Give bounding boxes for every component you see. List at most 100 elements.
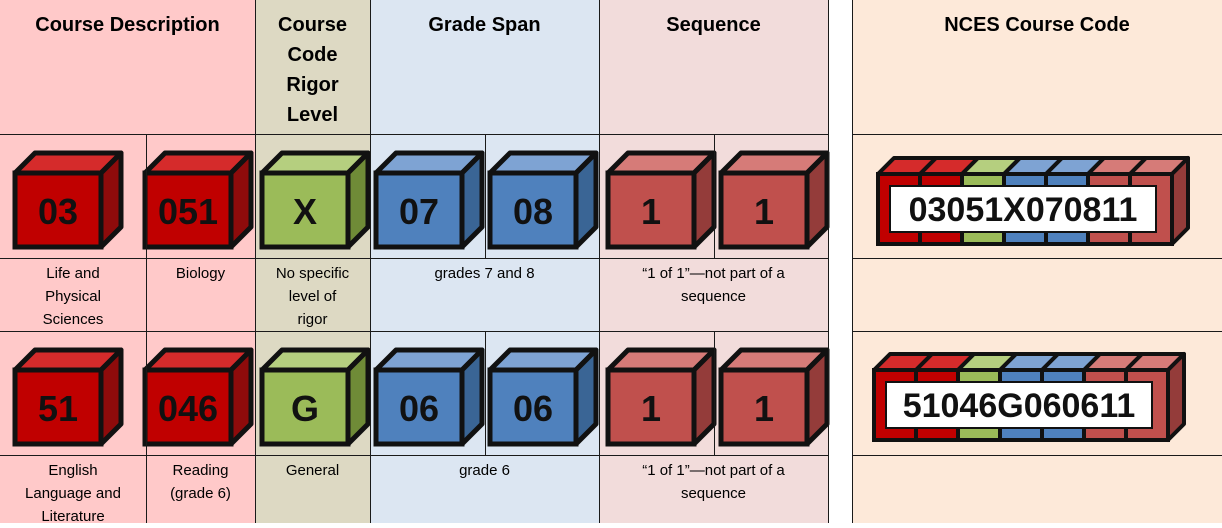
cube-front-face bbox=[718, 170, 810, 250]
cube-value: X bbox=[293, 191, 317, 232]
nces-code-block-row2: 51046G060611 bbox=[872, 352, 1186, 442]
cube-side-face bbox=[691, 347, 717, 447]
grid-line bbox=[0, 331, 828, 332]
grid-line bbox=[0, 455, 828, 456]
label-line: “1 of 1”—not part of a bbox=[642, 462, 785, 479]
code-strip-side bbox=[1170, 156, 1190, 246]
cube-rigor-row1: X bbox=[259, 150, 371, 250]
header-sequence-text: Sequence bbox=[666, 14, 761, 36]
cube-front-face bbox=[605, 170, 697, 250]
cube-grade-low-row1: 07 bbox=[373, 150, 485, 250]
label-sequence-row2: “1 of 1”—not part of a sequence bbox=[599, 457, 828, 505]
cube-front-face bbox=[12, 367, 104, 447]
cube-front-face bbox=[487, 367, 579, 447]
nces-code-block-row1: 03051X070811 bbox=[876, 156, 1190, 246]
cube-side-face bbox=[228, 150, 254, 250]
header-course-code-rigor: Course Code Rigor Level bbox=[255, 0, 370, 130]
cube-value: 1 bbox=[754, 191, 774, 232]
label-subject-area-row1: Life and Physical Sciences bbox=[0, 260, 146, 331]
header-grade-span-text: Grade Span bbox=[428, 14, 541, 36]
cube-side-face bbox=[98, 347, 124, 447]
cube-value: 046 bbox=[158, 388, 218, 429]
cube-front-face bbox=[12, 170, 104, 250]
label-line: sequence bbox=[680, 288, 747, 305]
code-label-box bbox=[889, 185, 1157, 233]
label-line: Biology bbox=[175, 265, 226, 282]
cube-value: 07 bbox=[399, 191, 439, 232]
label-line: Sciences bbox=[42, 311, 104, 328]
header-course-description: Course Description bbox=[0, 0, 255, 40]
cube-side-face bbox=[98, 150, 124, 250]
cube-seq-b-row2: 1 bbox=[718, 347, 830, 447]
grid-line bbox=[370, 0, 371, 523]
label-line: Life and bbox=[46, 265, 100, 282]
grid-line bbox=[146, 331, 147, 523]
grid-line bbox=[485, 134, 486, 258]
cube-value: 03 bbox=[38, 191, 78, 232]
grid-line bbox=[146, 134, 147, 331]
cube-side-face bbox=[573, 347, 599, 447]
label-line: level of bbox=[288, 288, 337, 305]
cube-front-face bbox=[718, 367, 810, 447]
cube-value: 06 bbox=[399, 388, 439, 429]
header-nces-code: NCES Course Code bbox=[852, 0, 1222, 40]
label-line: Physical bbox=[45, 288, 101, 305]
grid-line bbox=[852, 331, 1222, 332]
cube-front-face bbox=[142, 367, 234, 447]
cube-front-face bbox=[259, 367, 351, 447]
cube-front-face bbox=[605, 367, 697, 447]
label-line: Literature bbox=[41, 508, 105, 525]
grid-line bbox=[828, 0, 829, 523]
grid-line bbox=[852, 258, 1222, 259]
label-line: grades 7 and 8 bbox=[434, 265, 535, 282]
header-rigor-line-1: Course bbox=[278, 14, 347, 36]
label-line: No specific bbox=[275, 265, 350, 282]
label-line: sequence bbox=[680, 485, 747, 502]
header-rigor-line-2: Code bbox=[287, 44, 338, 66]
grid-line bbox=[852, 134, 1222, 135]
cube-side-face bbox=[345, 150, 371, 250]
grid-line bbox=[852, 455, 1222, 456]
cube-front-face bbox=[373, 367, 465, 447]
cube-side-face bbox=[228, 347, 254, 447]
cube-value: 1 bbox=[641, 191, 661, 232]
label-line: “1 of 1”—not part of a bbox=[642, 265, 785, 282]
cube-seq-a-row2: 1 bbox=[605, 347, 717, 447]
cube-front-face bbox=[259, 170, 351, 250]
label-course-id-row1: Biology bbox=[146, 260, 255, 285]
grid-line bbox=[714, 134, 715, 258]
label-line: rigor bbox=[297, 311, 328, 328]
cube-side-face bbox=[691, 150, 717, 250]
cube-rigor-row2: G bbox=[259, 347, 371, 447]
cube-value: 051 bbox=[158, 191, 218, 232]
grid-line bbox=[485, 331, 486, 455]
cube-side-face bbox=[573, 150, 599, 250]
cube-value: 51 bbox=[38, 388, 78, 429]
header-rigor-line-4: Level bbox=[286, 104, 339, 126]
header-sequence: Sequence bbox=[599, 0, 828, 40]
cube-grade-high-row1: 08 bbox=[487, 150, 599, 250]
grid-line bbox=[714, 331, 715, 455]
cube-value: 1 bbox=[641, 388, 661, 429]
label-line: English bbox=[48, 462, 98, 479]
cube-side-face bbox=[345, 347, 371, 447]
grid-line bbox=[599, 0, 600, 523]
grid-line bbox=[0, 258, 828, 259]
label-line: grade 6 bbox=[459, 462, 510, 479]
label-rigor-row1: No specific level of rigor bbox=[255, 260, 370, 331]
label-line: Reading bbox=[172, 462, 229, 479]
header-grade-span: Grade Span bbox=[370, 0, 599, 40]
cube-grade-high-row2: 06 bbox=[487, 347, 599, 447]
cube-value: 08 bbox=[513, 191, 553, 232]
cube-value: 1 bbox=[754, 388, 774, 429]
label-rigor-row2: General bbox=[255, 457, 370, 482]
nces-code-value: 03051X070811 bbox=[909, 191, 1138, 229]
cube-subject-area-row1: 03 bbox=[12, 150, 124, 250]
label-grade-span-row2: grade 6 bbox=[370, 457, 599, 482]
grid-line bbox=[852, 0, 853, 523]
label-subject-area-row2: English Language and Literature bbox=[0, 457, 146, 528]
cube-course-id-row2: 046 bbox=[142, 347, 254, 447]
cube-side-face bbox=[459, 150, 485, 250]
label-course-id-row2: Reading (grade 6) bbox=[146, 457, 255, 505]
label-line: (grade 6) bbox=[170, 485, 231, 502]
